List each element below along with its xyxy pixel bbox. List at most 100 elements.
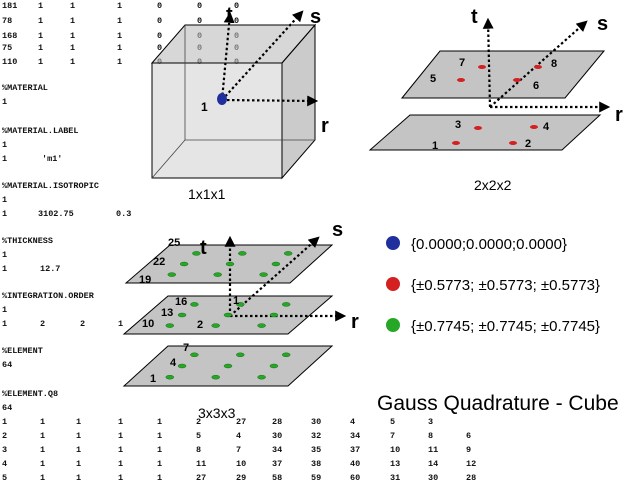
point-label: 25 <box>168 237 180 249</box>
point-label: 16 <box>175 296 187 308</box>
planes-3x3x3-axis-s-label: s <box>332 219 343 241</box>
isotropic-header: %MATERIAL.ISOTROPIC <box>2 181 99 191</box>
point-label: 8 <box>551 58 557 70</box>
plane-2x2x2-bottom <box>368 114 602 151</box>
element-q8-header: %ELEMENT.Q8 <box>2 389 58 399</box>
point-label: 10 <box>142 318 154 330</box>
gauss-point-3x3x3 <box>192 251 201 256</box>
cube-axis-r <box>221 95 319 107</box>
planes-3x3x3-caption: 3x3x3 <box>198 405 236 421</box>
gauss-point-3x3x3 <box>269 363 279 369</box>
gauss-point-3x3x3 <box>190 302 199 307</box>
point-label: 4 <box>170 357 177 369</box>
planes-2x2x2-diagram: t s r 1 2 3 4 5 6 7 8 2x2x2 <box>368 6 623 193</box>
legend-swatch-red <box>386 277 400 291</box>
gauss-point-3x3x3 <box>284 251 293 256</box>
point-label: 1 <box>150 373 156 385</box>
gauss-point-3x3x3 <box>177 363 187 369</box>
point-label: 6 <box>533 80 539 92</box>
gauss-point-3x3x3 <box>225 261 235 267</box>
point-label: 2 <box>525 138 531 150</box>
material-label-count: 1 <box>2 140 7 150</box>
gauss-point-3x3x3 <box>271 261 281 267</box>
legend: {0.0000;0.0000;0.0000} {±0.5773; ±0.5773… <box>386 236 600 335</box>
integration-count: 1 <box>2 305 7 315</box>
figure-title: Gauss Quadrature - Cube <box>377 392 619 415</box>
gauss-point-2x2x2 <box>513 78 521 82</box>
cube-axis-s-label: s <box>310 6 321 28</box>
cube-axis-t-label: t <box>226 4 233 26</box>
cube-caption: 1x1x1 <box>188 186 226 202</box>
gauss-point-3x3x3 <box>165 323 175 328</box>
thickness-header: %THICKNESS <box>2 236 53 246</box>
gauss-point-3x3x3 <box>190 352 199 357</box>
gauss-point-3x3x3 <box>223 363 233 369</box>
gauss-point-2x2x2 <box>530 125 538 129</box>
gauss-point-3x3x3 <box>165 375 175 380</box>
gauss-point-3x3x3 <box>167 272 177 277</box>
material-count: 1 <box>2 97 7 107</box>
planes-2x2x2-caption: 2x2x2 <box>474 177 512 193</box>
planes-2x2x2-axis-r-label: r <box>615 104 623 126</box>
cube-hidden-edge <box>151 139 186 179</box>
legend-text-green: {±0.7745; ±0.7745; ±0.7745} <box>411 318 600 335</box>
gauss-point-3x3x3 <box>257 323 266 328</box>
element-header: %ELEMENT <box>2 346 43 356</box>
point-label: 1 <box>432 140 438 152</box>
gauss-point-3x3x3 <box>238 251 247 256</box>
point-label: 3 <box>455 119 461 131</box>
gauss-point-2x2x2 <box>457 78 465 82</box>
point-label: 2 <box>197 319 203 331</box>
legend-swatch-green <box>386 318 400 332</box>
gauss-point-2x2x2 <box>509 141 517 145</box>
gauss-points-3x3x3 <box>165 251 293 380</box>
point-label: 1 <box>233 295 239 307</box>
point-label: 5 <box>430 73 436 85</box>
gauss-point-2x2x2 <box>534 65 542 69</box>
planes-2x2x2-axis-s <box>489 20 588 108</box>
point-label: 13 <box>161 307 173 319</box>
thickness-count: 1 <box>2 250 7 260</box>
element-count: 64 <box>2 360 12 370</box>
cube-axis-r-label: r <box>321 115 329 137</box>
material-label-header: %MATERIAL.LABEL <box>2 126 79 136</box>
integration-header: %INTEGRATION.ORDER <box>2 291 95 301</box>
legend-text-red: {±0.5773; ±0.5773; ±0.5773} <box>411 277 600 294</box>
gauss-point-3x3x3 <box>282 302 291 307</box>
cube-1x1x1-diagram: t s r 1 1x1x1 <box>150 4 329 202</box>
planes-3x3x3-axis-t-label: t <box>200 237 207 259</box>
gauss-point-3x3x3 <box>236 352 245 357</box>
gauss-point-2x2x2 <box>452 141 460 145</box>
point-label: 22 <box>153 256 165 268</box>
gauss-point-3x3x3 <box>259 272 268 277</box>
planes-3x3x3-diagram: t s r 1 2 4 7 10 13 16 19 22 25 1 3x3x3 <box>122 219 359 421</box>
gauss-point-3x3x3 <box>177 312 187 318</box>
element-q8-count: 64 <box>2 403 12 413</box>
planes-2x2x2-axis-s-label: s <box>597 13 608 35</box>
cube-front-face <box>151 62 283 179</box>
isotropic-count: 1 <box>2 195 7 205</box>
gauss-point-2x2x2 <box>474 126 482 130</box>
plane-2x2x2-top <box>400 50 606 99</box>
gauss-point-3x3x3 <box>236 302 245 307</box>
material-label-row: 1'm1' <box>2 154 62 164</box>
cube-gauss-point <box>217 93 227 105</box>
gauss-point-3x3x3 <box>179 261 189 267</box>
gauss-point-3x3x3 <box>213 272 222 277</box>
planes-3x3x3-axis-r-label: r <box>351 311 359 333</box>
planes-2x2x2-axis-t-label: t <box>471 6 478 28</box>
point-label: 4 <box>543 121 550 133</box>
cube-axis-t <box>220 11 235 101</box>
legend-swatch-center <box>386 236 400 250</box>
